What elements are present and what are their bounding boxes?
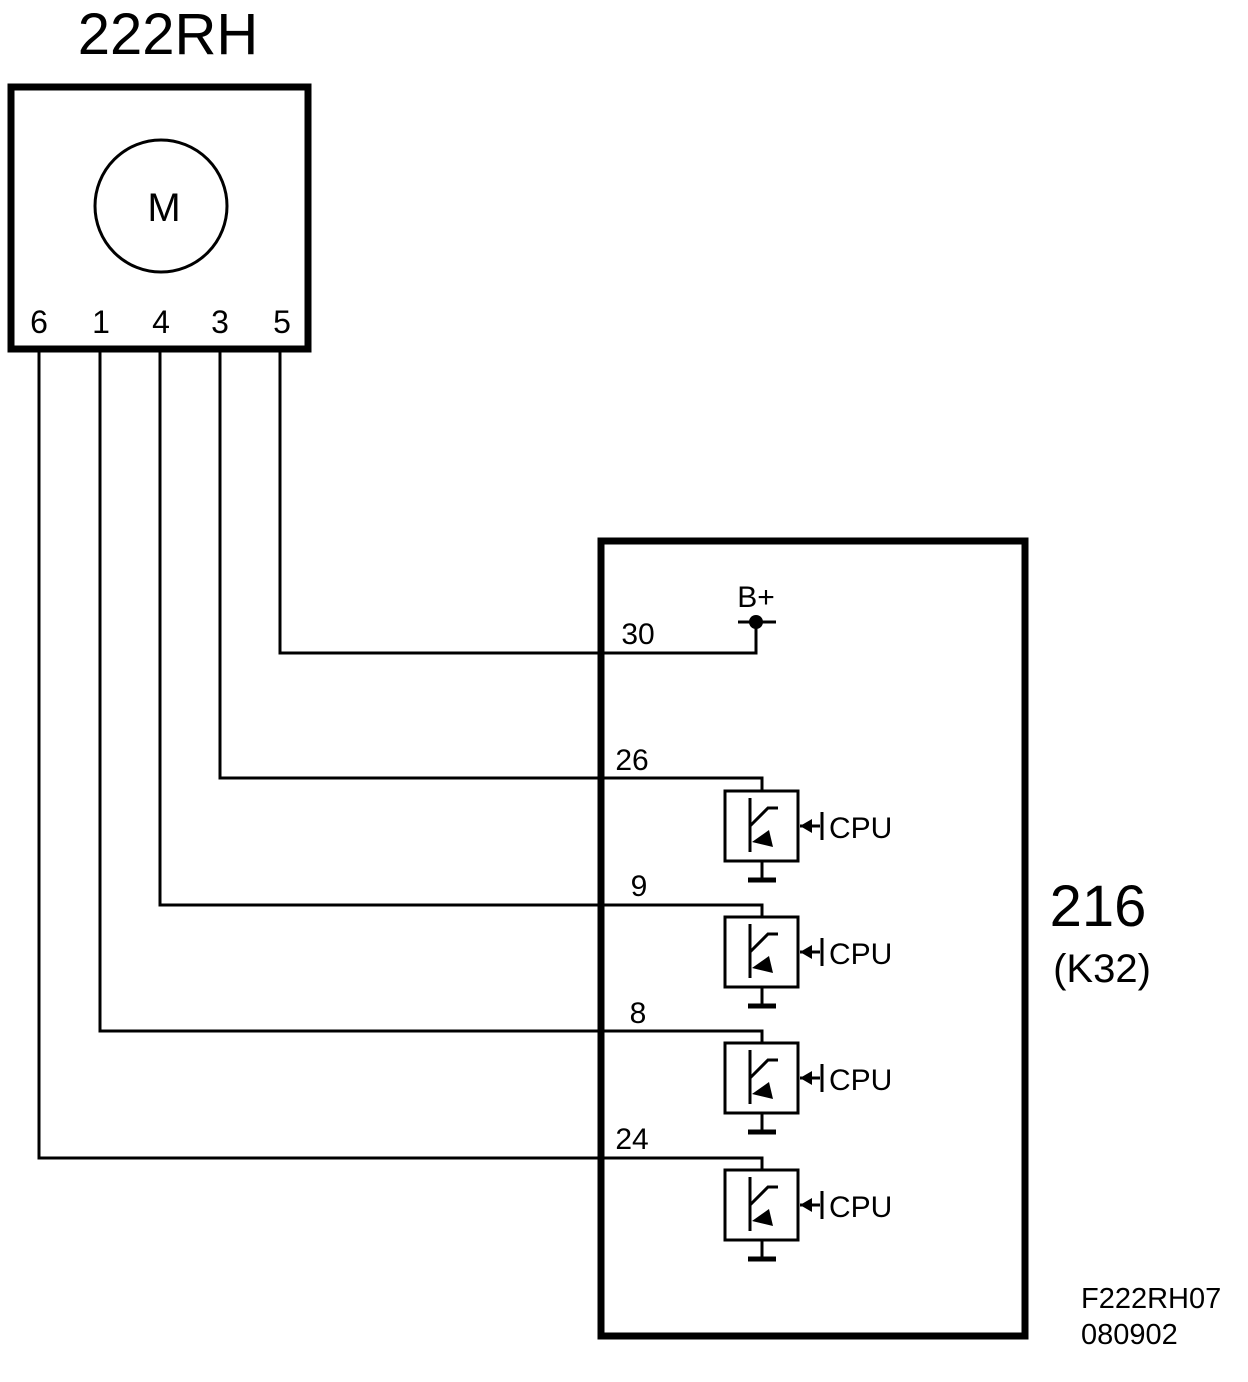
figure-code: F222RH07 (1081, 1283, 1221, 1315)
wire-pin5-30 (278, 349, 758, 655)
wires (37, 349, 764, 1170)
motor-symbol-circle (93, 138, 229, 274)
driver-pin-label-26: 26 (615, 744, 648, 777)
motor-pin-4: 4 (152, 304, 170, 340)
module-sub: (K32) (1053, 947, 1151, 991)
cpu-label-3: CPU (829, 1064, 892, 1097)
motor-symbol-label: M (147, 186, 180, 230)
motor-pin-6: 6 (30, 304, 48, 340)
wire-pin3-26 (218, 349, 764, 791)
wire-pin4-9 (158, 349, 764, 917)
driver-block-4 (723, 1168, 824, 1262)
module-id: 216 (1050, 874, 1147, 939)
driver-block-2 (723, 915, 824, 1009)
driver-pin-label-8: 8 (630, 997, 647, 1030)
module-box (597, 537, 1029, 1340)
cpu-label-4: CPU (829, 1191, 892, 1224)
wire-pin1-8 (98, 349, 764, 1043)
driver-block-3 (723, 1041, 824, 1135)
figure-date: 080902 (1081, 1319, 1178, 1351)
motor-pin-5: 5 (273, 304, 291, 340)
supply-label: B+ (737, 581, 775, 614)
driver-pin-label-24: 24 (615, 1123, 648, 1156)
motor-pin-3: 3 (211, 304, 229, 340)
driver-pin-label-9: 9 (631, 870, 648, 903)
driver-block-1 (723, 789, 824, 883)
motor-title: 222RH (78, 2, 259, 67)
motor-pin-1: 1 (92, 304, 110, 340)
wire-pin6-24 (37, 349, 764, 1170)
battery-supply-symbol (738, 615, 776, 629)
supply-pin-label: 30 (621, 618, 654, 651)
cpu-label-2: CPU (829, 938, 892, 971)
cpu-label-1: CPU (829, 812, 892, 845)
